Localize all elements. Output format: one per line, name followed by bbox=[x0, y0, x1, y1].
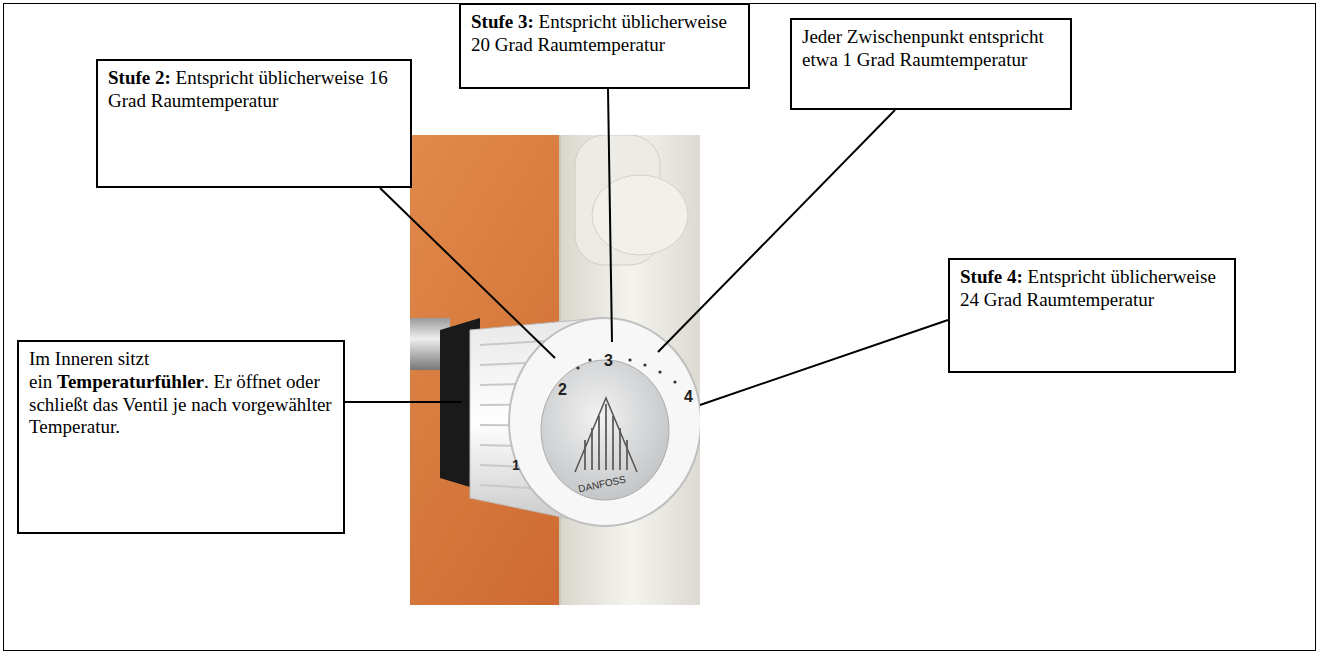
callout-box: Stufe 2:Entspricht üblicherweise 16 Grad… bbox=[96, 59, 412, 188]
callout-heading: Temperaturfühler bbox=[57, 371, 204, 392]
leader-line bbox=[700, 320, 948, 405]
dial-number: 1 bbox=[512, 457, 520, 473]
callout-box: Jeder Zwischenpunkt entspricht etwa 1 Gr… bbox=[790, 18, 1072, 110]
callout-box: Im Inneren sitzt einTemperaturfühler. Er… bbox=[17, 340, 345, 534]
callout-text: Jeder Zwischenpunkt entspricht etwa 1 Gr… bbox=[802, 26, 1044, 70]
callout-heading: Stufe 3: bbox=[471, 11, 534, 32]
brand-logo-text: DANFOSS bbox=[577, 474, 627, 495]
leader-line bbox=[380, 188, 555, 358]
dial-number: 4 bbox=[684, 388, 693, 405]
dial-number: 3 bbox=[604, 352, 613, 369]
leader-line bbox=[658, 110, 895, 352]
leader-line bbox=[345, 401, 462, 403]
callout-box: Stufe 3:Entspricht üblicherweise 20 Grad… bbox=[459, 3, 750, 89]
callout-heading: Stufe 2: bbox=[108, 67, 171, 88]
dial-number: 2 bbox=[558, 381, 567, 398]
leader-line bbox=[608, 89, 612, 342]
callout-heading: Stufe 4: bbox=[960, 266, 1023, 287]
callout-box: Stufe 4:Entspricht üblicherweise 24 Grad… bbox=[948, 258, 1236, 373]
